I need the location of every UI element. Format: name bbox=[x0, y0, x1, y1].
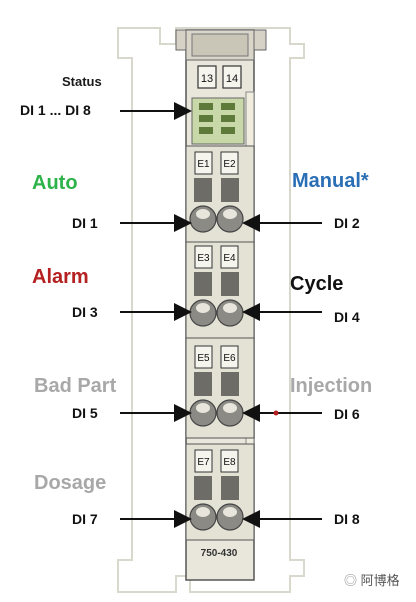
led-e2-box bbox=[220, 151, 239, 175]
watermark-right-text: 阿博格 bbox=[360, 573, 400, 588]
module-outline bbox=[117, 27, 305, 593]
di-7-label: DI 7 bbox=[72, 511, 98, 527]
di-1-label: DI 1 bbox=[72, 215, 98, 231]
channel-block-4 bbox=[185, 443, 255, 541]
di-5-label: DI 5 bbox=[72, 405, 98, 421]
di-6-label: DI 6 bbox=[334, 406, 360, 422]
status-led-block bbox=[191, 97, 245, 145]
terminal-13-label: 13 bbox=[201, 73, 213, 85]
function-label-injection: Injection bbox=[290, 375, 373, 397]
model-number: 750-430 bbox=[201, 548, 238, 559]
led-e1-label: E1 bbox=[197, 159, 210, 170]
wechat-icon: ◎ bbox=[344, 573, 358, 588]
led-e2-label: E2 bbox=[223, 159, 236, 170]
status-inputs-label: DI 1 ... DI 8 bbox=[20, 102, 91, 118]
led-e7-label: E7 bbox=[197, 457, 210, 468]
di-8-label: DI 8 bbox=[334, 511, 360, 527]
led-e8-box bbox=[220, 449, 239, 473]
function-label-dosage: Dosage bbox=[34, 472, 107, 494]
led-e8-label: E8 bbox=[223, 457, 236, 468]
terminal-14-box bbox=[222, 65, 242, 89]
led-e3-label: E3 bbox=[197, 253, 210, 264]
watermark-right: ◎ 阿博格 bbox=[344, 570, 400, 589]
channel-block-3 bbox=[185, 337, 255, 439]
function-label-alarm: Alarm bbox=[32, 266, 89, 288]
led-e7-box bbox=[194, 449, 213, 473]
function-label-bad-part: Bad Part bbox=[34, 375, 117, 397]
di-3-label: DI 3 bbox=[72, 304, 98, 320]
di-4-label: DI 4 bbox=[334, 309, 360, 325]
led-e4-label: E4 bbox=[223, 253, 236, 264]
led-e5-box bbox=[194, 345, 213, 369]
led-e4-box bbox=[220, 245, 239, 269]
led-e6-box bbox=[220, 345, 239, 369]
function-label-auto: Auto bbox=[32, 172, 78, 194]
function-label-manual: Manual* bbox=[292, 170, 369, 192]
led-e3-box bbox=[194, 245, 213, 269]
di-2-label: DI 2 bbox=[334, 215, 360, 231]
status-label: Status bbox=[62, 74, 102, 89]
terminal-14-label: 14 bbox=[226, 73, 238, 85]
function-label-cycle: Cycle bbox=[290, 273, 344, 295]
led-e5-label: E5 bbox=[197, 353, 210, 364]
terminal-13-box bbox=[197, 65, 217, 89]
channel-block-1 bbox=[185, 145, 255, 243]
led-e1-box bbox=[194, 151, 213, 175]
led-e6-label: E6 bbox=[223, 353, 236, 364]
channel-block-2 bbox=[185, 241, 255, 339]
